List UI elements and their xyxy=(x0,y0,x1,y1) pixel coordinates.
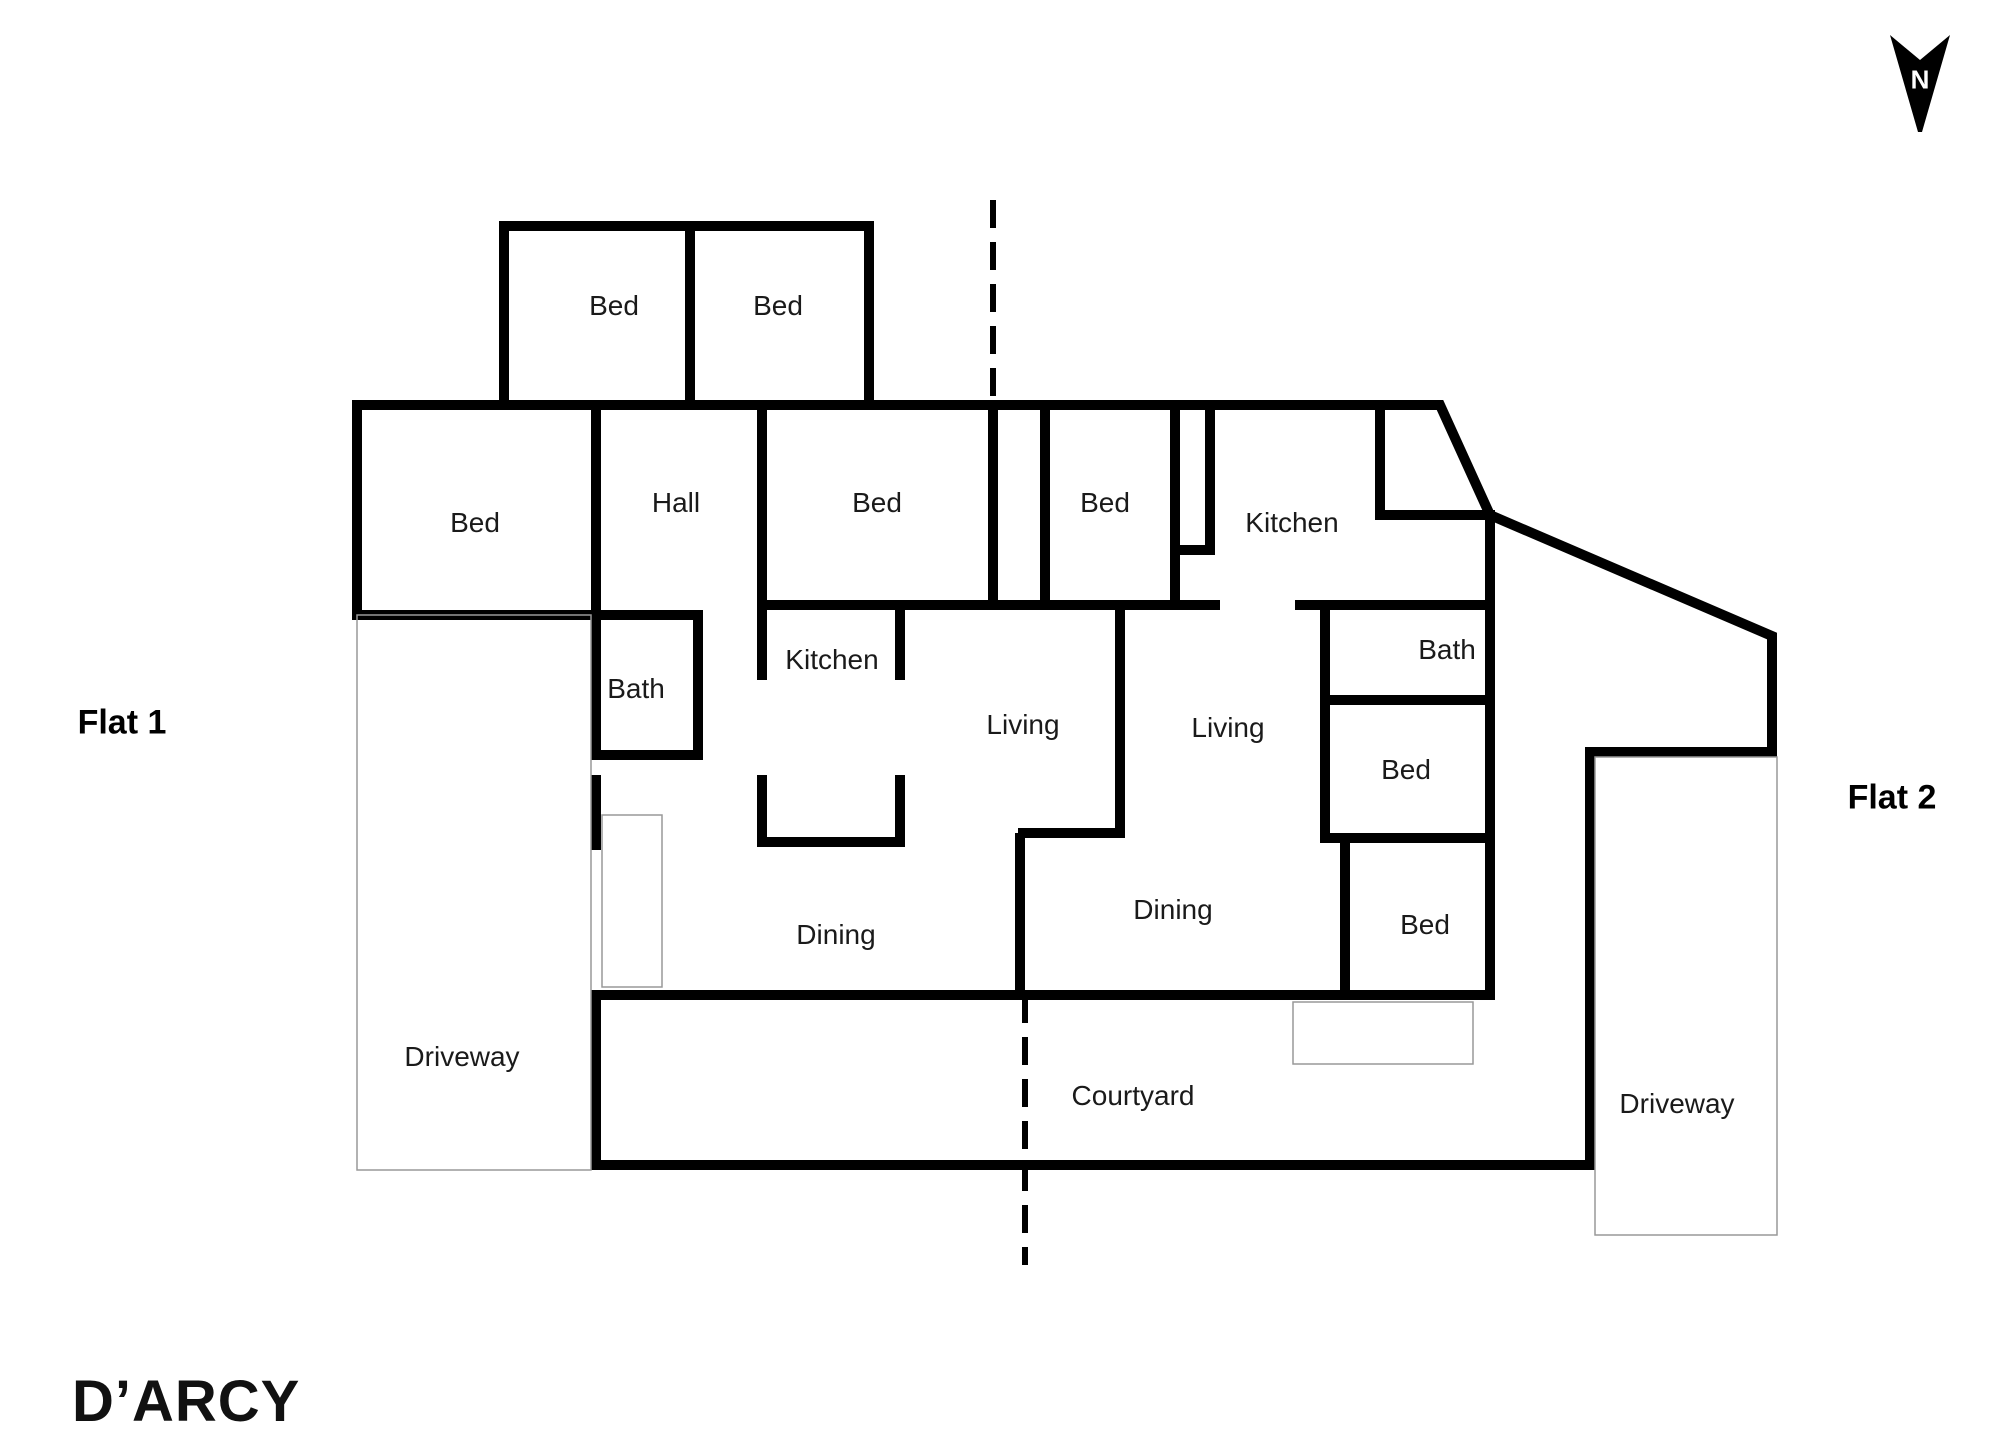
wall-bed-flat2-south xyxy=(1340,645,1495,1000)
driveway-east-outline xyxy=(1594,756,1778,1236)
room-label-dining: Dining xyxy=(796,919,876,950)
room-label-bed: Bed xyxy=(1080,487,1130,518)
room-label-driveway: Driveway xyxy=(1619,1088,1735,1119)
wall-kitchen2-closet xyxy=(1170,400,1215,555)
room-label-bed: Bed xyxy=(589,290,639,321)
outlines xyxy=(356,614,1778,1236)
room-label-living: Living xyxy=(986,709,1060,740)
room-label-hall: Hall xyxy=(651,487,701,518)
brand-logo: D’ARCY xyxy=(72,1369,301,1434)
room-label-driveway: Driveway xyxy=(404,1041,520,1072)
stair-east-outline xyxy=(1292,1001,1474,1065)
north-arrow-letter: N xyxy=(1910,64,1930,95)
room-label-kitchen: Kitchen xyxy=(785,644,879,675)
room-label-bath: Bath xyxy=(607,673,665,704)
wall-bench xyxy=(757,775,905,847)
driveway-west-outline xyxy=(356,614,592,1171)
room-label-bed: Bed xyxy=(450,507,500,538)
room-label-courtyard: Courtyard xyxy=(1071,1080,1195,1111)
wall-bed-flat2-mid xyxy=(1320,695,1495,843)
room-label-bed: Bed xyxy=(1381,754,1431,785)
room-label-bath: Bath xyxy=(1418,634,1476,665)
wall-laundry xyxy=(1375,400,1495,520)
north-arrow-shape xyxy=(1890,35,1950,132)
wall-bed-flat2-east xyxy=(1115,400,1220,610)
wall-courtyard xyxy=(591,508,1777,1170)
wall-main-north xyxy=(352,400,1495,655)
room-label-bed: Bed xyxy=(852,487,902,518)
room-label-bed: Bed xyxy=(1400,909,1450,940)
wall-flat-divider xyxy=(988,400,1125,1000)
room-label-kitchen: Kitchen xyxy=(1245,507,1339,538)
room-label-dining: Dining xyxy=(1133,894,1213,925)
stair-west-outline xyxy=(601,814,663,988)
room-label-bed: Bed xyxy=(753,290,803,321)
room-label-living: Living xyxy=(1191,712,1265,743)
wall-kitchen-sides xyxy=(757,600,905,680)
flat-2-label: Flat 2 xyxy=(1847,778,1937,817)
walls xyxy=(352,221,1777,1170)
wall-bath-west xyxy=(591,610,703,760)
flat-boundary-line xyxy=(990,200,1028,1265)
north-arrow-icon: N xyxy=(1880,30,1960,140)
flat-1-label: Flat 1 xyxy=(77,703,167,742)
